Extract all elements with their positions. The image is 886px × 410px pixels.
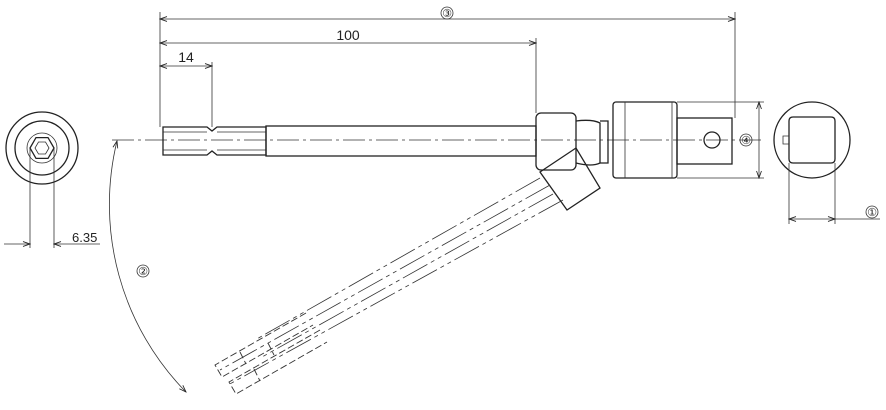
- shank-length-label: 100: [336, 27, 360, 43]
- swing-angle-label: ②: [138, 266, 148, 278]
- hex-size-label: 6.35: [72, 230, 97, 245]
- right-end-view: ①: [773, 101, 880, 224]
- hex-length-label: 14: [178, 49, 194, 65]
- overall-length-label: ③: [442, 8, 452, 20]
- socket-adapter-body: [162, 101, 733, 179]
- square-drive-label: ①: [867, 207, 877, 219]
- left-end-view: 6.35: [4, 111, 100, 248]
- head-diameter-label: ④: [741, 135, 751, 147]
- length-dimensions: ③ 100 14: [160, 6, 735, 127]
- swing-phantom: [214, 147, 601, 395]
- head-diameter-dimension: ④: [677, 102, 764, 178]
- swing-angle-dimension: ②: [109, 141, 186, 392]
